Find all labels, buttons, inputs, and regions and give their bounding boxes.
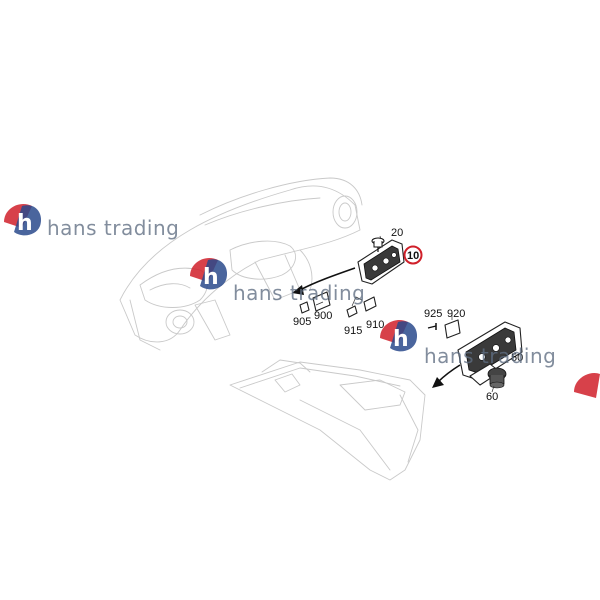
watermark-brand-text: hans trading (424, 344, 556, 368)
callout-915: 915 (344, 325, 362, 337)
watermark-2: h hans trading (190, 257, 365, 305)
install-arrow-upper (292, 267, 356, 295)
callout-920: 920 (447, 308, 465, 320)
watermark-brand-text: hans trading (47, 216, 179, 240)
callout-60: 60 (486, 391, 498, 403)
callout-910: 910 (366, 319, 384, 331)
clip-915 (346, 296, 363, 318)
control-panel-upper (357, 235, 405, 285)
watermark-logo-letter: h (203, 265, 219, 290)
control-panel-lower (457, 321, 523, 386)
watermark-4-partial (574, 372, 600, 398)
callout-50: 50 (511, 352, 523, 364)
watermark-logo-letter: h (17, 211, 33, 236)
watermark-logo-letter: h (393, 327, 409, 352)
knob-60 (487, 367, 507, 393)
watermark-logo-icon (574, 372, 600, 398)
callout-925: 925 (424, 308, 442, 320)
clip-900 (312, 291, 331, 312)
center-console-outline (229, 359, 426, 481)
watermark-brand-text: hans trading (233, 281, 365, 305)
dashboard-outline (119, 177, 363, 351)
install-arrow-lower (432, 364, 461, 388)
watermark-3: h hans trading (380, 319, 556, 368)
callout-905: 905 (293, 316, 311, 328)
bracket-920 (444, 314, 461, 339)
callout-20: 20 (391, 227, 403, 239)
callout-900: 900 (314, 310, 332, 322)
clip-910 (363, 296, 377, 312)
callout-10: 10 (407, 250, 419, 262)
watermark-1: h hans trading (4, 203, 179, 240)
screw-20 (371, 237, 385, 252)
callout-labels: 10 20 900 905 910 915 925 920 50 60 (293, 227, 523, 403)
clip-905 (299, 301, 310, 314)
screw-925 (427, 323, 437, 330)
callout-10-highlight (403, 245, 423, 265)
